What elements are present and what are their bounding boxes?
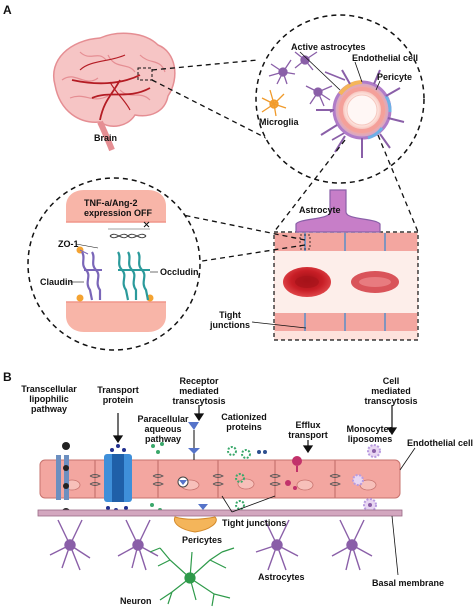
pathway-arrows: [112, 405, 398, 454]
pericyte-cell: [173, 516, 217, 533]
vessel-cross-section: [316, 69, 405, 158]
claudin-label: Claudin: [40, 277, 73, 287]
transcellular-label-1: Transcellular: [21, 384, 77, 394]
monocytes-label-2: liposomes: [347, 434, 393, 444]
monocytes-label-1: Monocytes: [346, 424, 394, 434]
vessel-longitudinal-view: [273, 189, 419, 341]
tight-junctions-label-a-line1: Tight: [219, 310, 241, 320]
receptor-label-2: mediated: [179, 386, 219, 396]
transport-protein-label-1: Transport: [97, 385, 139, 395]
receptor-mediated-transcytosis: [177, 422, 208, 510]
cationized-proteins: [227, 446, 267, 510]
tight-junctions-label-b: Tight junctions: [222, 518, 287, 528]
paracellular-label-3: pathway: [144, 434, 181, 444]
zoom-connector-junction: [177, 213, 311, 263]
astrocyte-endfoot: [295, 189, 381, 233]
transcellular-label-2: lipophilic: [29, 394, 69, 404]
microglia-cell: [261, 89, 287, 117]
endothelial-layer: [39, 459, 401, 499]
receptor-label-1: Receptor: [179, 376, 219, 386]
cationized-label-1: Cationized: [221, 412, 267, 422]
label-pointers-b: [221, 447, 416, 576]
monocytes-liposomes: [352, 444, 381, 512]
neuron-label: Neuron: [120, 596, 152, 606]
cell-mediated-label-2: mediated: [371, 386, 411, 396]
transport-protein-channel: [104, 444, 132, 512]
zoom-connector-vessel: [273, 134, 419, 233]
paracellular-label-2: aqueous: [144, 424, 182, 434]
tight-junction-pointer: [251, 321, 307, 329]
astrocyte-label: Astrocyte: [299, 205, 341, 215]
pericytes-label: Pericytes: [182, 535, 223, 545]
cell-mediated-label-3: transcytosis: [364, 396, 418, 406]
efflux-label-2: transport: [288, 430, 328, 440]
efflux-transporter: [285, 456, 302, 490]
cationized-label-2: proteins: [226, 422, 262, 432]
receptor-label-3: transcytosis: [172, 396, 226, 406]
neuron-cell: [149, 547, 235, 607]
active-astrocytes-label: Active astrocytes: [291, 42, 366, 52]
tnf-label-line2: expression OFF: [84, 208, 153, 218]
panel-b-label: B: [3, 370, 12, 384]
paracellular-label-1: Paracellular: [137, 414, 189, 424]
transcellular-label-3: pathway: [30, 404, 67, 414]
endothelial-cell-label-a: Endothelial cell: [352, 53, 419, 63]
tight-junction-inset: [27, 177, 201, 351]
cell-mediated-label-1: Cell: [382, 376, 400, 386]
tnf-label-line1: TNF-a/Ang-2: [84, 198, 138, 208]
astrocyte-cells-b: [49, 519, 373, 571]
efflux-label-1: Efflux: [295, 420, 321, 430]
brain-label: Brain: [94, 133, 118, 143]
pericyte-label: Pericyte: [377, 72, 413, 82]
transport-protein-label-2: protein: [102, 395, 134, 405]
brain-illustration: [53, 32, 176, 152]
microglia-label: Microglia: [259, 117, 299, 127]
panel-a-label: A: [3, 3, 12, 17]
zoom-connector-top: [151, 59, 271, 141]
astrocytes-label-b: Astrocytes: [258, 572, 305, 582]
zo1-label: ZO-1: [58, 239, 79, 249]
endothelial-cell-label-b: Endothelial cell: [407, 438, 474, 448]
occludin-label: Occludin: [160, 267, 199, 277]
basal-membrane-label: Basal membrane: [372, 578, 445, 588]
basal-membrane: [37, 509, 403, 517]
tight-junctions-label-a-line2: junctions: [210, 320, 250, 330]
